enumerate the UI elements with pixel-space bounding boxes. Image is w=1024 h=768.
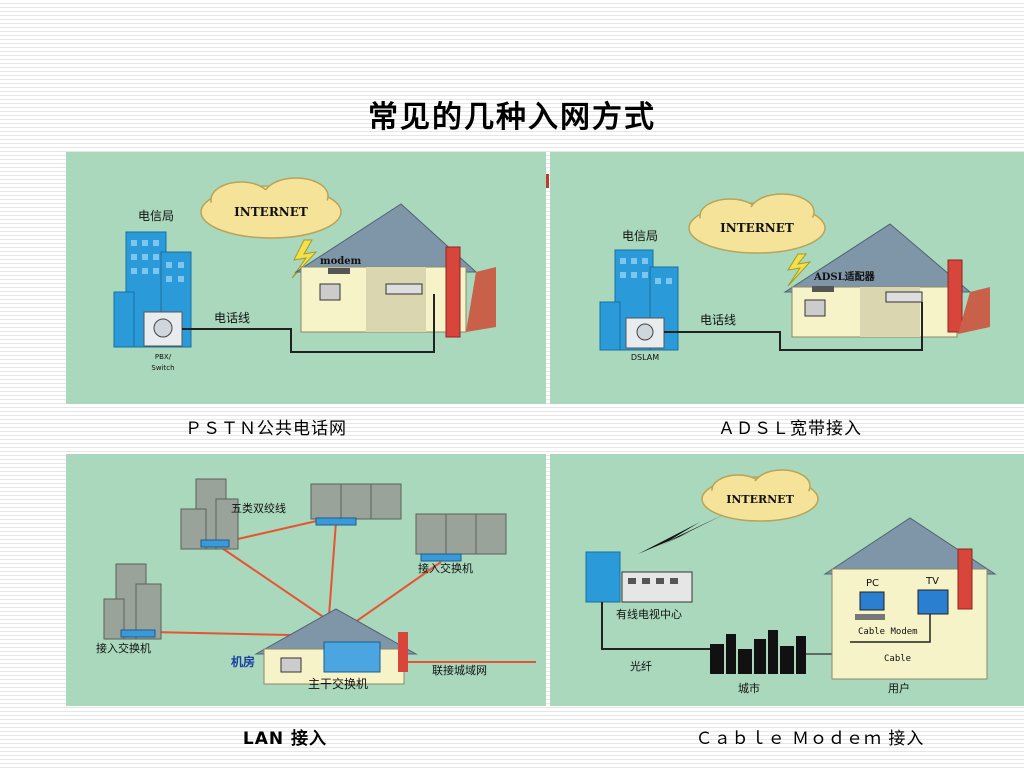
tv-icon xyxy=(917,589,949,615)
phone-line-label: 电话线 xyxy=(700,313,736,327)
adsl-illustration: INTERNET 电信局 DSLAM ADSL适配器 电话线 xyxy=(599,193,990,362)
tv-label: TV xyxy=(925,576,939,587)
telecom-label: 电信局 xyxy=(138,209,174,223)
internet-cloud-icon xyxy=(688,193,826,254)
user-house-icon xyxy=(823,517,997,680)
lan-caption: LAN 接入 xyxy=(242,729,328,749)
adsl-caption: ＡＤＳＬ宽带接入 xyxy=(718,419,862,439)
cable-modem-label: Cable Modem xyxy=(858,627,918,637)
core-switch-label: 主干交换机 xyxy=(308,676,368,691)
fiber-line xyxy=(601,602,712,650)
twisted-pair-label: 五类双绞线 xyxy=(231,501,286,515)
cable-illustration: INTERNET 有线电视中心 光纤 城市 PC TV Cable Modem … xyxy=(585,469,997,695)
office-building-icon xyxy=(103,563,162,640)
internet-label: INTERNET xyxy=(720,221,794,235)
adsl-adapter-icon xyxy=(812,286,834,292)
dslam-label: DSLAM xyxy=(631,353,659,362)
lightning-icon xyxy=(291,239,318,279)
switch-icon xyxy=(200,539,230,548)
user-label: 用户 xyxy=(888,681,910,695)
cable-tv-center-icon xyxy=(621,571,693,603)
computer-icon xyxy=(804,299,826,317)
pstn-diagram: INTERNET 电信局 PBX/ Switch xyxy=(66,152,546,404)
machine-room-house-icon xyxy=(254,608,418,685)
modem-label: modem xyxy=(320,256,362,267)
lightning-icon xyxy=(786,253,812,287)
office-building-icon xyxy=(180,478,239,550)
access-switch-left-label: 接入交换机 xyxy=(96,641,151,655)
access-switch-icon xyxy=(120,629,156,638)
phone-line xyxy=(664,302,923,351)
office-building-icon xyxy=(310,483,402,520)
lan-illustration: 五类双绞线 接入交换机 接入交换机 机房 主干交换机 联接城域网 xyxy=(96,478,536,691)
page-title: 常见的几种入网方式 xyxy=(368,100,656,135)
adsl-adapter-label: ADSL适配器 xyxy=(813,270,876,283)
access-switch-right-label: 接入交换机 xyxy=(418,561,473,575)
city-skyline-icon xyxy=(710,630,806,674)
city-label: 城市 xyxy=(738,681,760,695)
adsl-diagram: INTERNET 电信局 DSLAM ADSL适配器 电话线 xyxy=(550,152,1024,404)
modem-icon xyxy=(328,268,350,274)
phone-icon xyxy=(385,283,423,295)
machine-room-label: 机房 xyxy=(231,654,255,669)
switch-label-bottom: Switch xyxy=(151,364,174,372)
pstn-caption: ＰＳＴＮ公共电话网 xyxy=(185,419,347,439)
pstn-illustration: INTERNET 电信局 PBX/ Switch xyxy=(113,177,496,372)
house-cable-line xyxy=(850,614,931,643)
house-icon xyxy=(294,203,496,338)
core-switch-icon xyxy=(323,641,381,673)
computer-icon xyxy=(280,657,302,673)
phone-line xyxy=(182,294,435,353)
phone-icon xyxy=(885,291,923,303)
pc-label: PC xyxy=(866,578,879,589)
wireless-signal-icon xyxy=(638,514,725,554)
building-icon xyxy=(585,551,621,603)
cable-tv-center-label: 有线电视中心 xyxy=(616,607,682,621)
pc-monitor-icon xyxy=(859,591,885,611)
computer-icon xyxy=(319,283,341,301)
decorative-marker xyxy=(545,174,549,188)
telecom-label: 电信局 xyxy=(622,229,658,243)
cable-modem-icon xyxy=(855,614,885,620)
switch-icon xyxy=(315,517,357,526)
office-building-icon xyxy=(415,513,507,555)
internet-label: INTERNET xyxy=(726,493,794,506)
internet-label: INTERNET xyxy=(234,205,308,219)
metro-link-label: 联接城域网 xyxy=(432,664,487,677)
internet-cloud-icon xyxy=(200,177,342,239)
cable-modem-caption: Ｃａｂｌｅ Ｍｏｄｅｍ 接入 xyxy=(695,729,925,749)
access-switch-icon xyxy=(420,553,462,562)
phone-line-label: 电话线 xyxy=(214,311,250,325)
fiber-label: 光纤 xyxy=(630,659,652,673)
cable-modem-diagram: INTERNET 有线电视中心 光纤 城市 PC TV Cable Modem … xyxy=(550,454,1024,706)
cable-label: Cable xyxy=(884,654,911,664)
internet-cloud-icon xyxy=(701,469,819,522)
telecom-building-icon xyxy=(113,231,192,348)
lan-diagram: 五类双绞线 接入交换机 接入交换机 机房 主干交换机 联接城域网 xyxy=(66,454,546,706)
switch-label-top: PBX/ xyxy=(155,353,172,361)
